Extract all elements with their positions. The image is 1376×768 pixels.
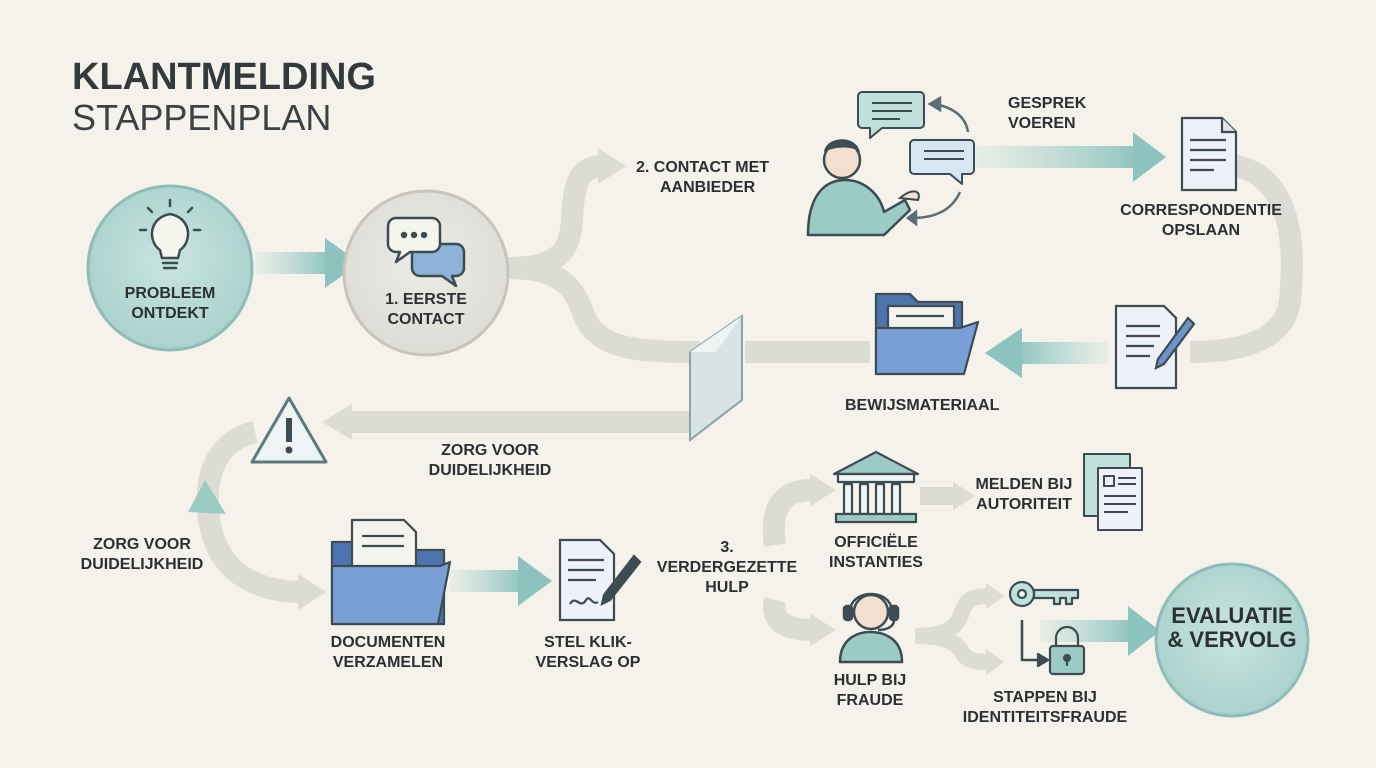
person-talking-icon (806, 139, 920, 237)
evaluatie-circle[interactable] (1154, 562, 1310, 718)
teal-flow-arrows (188, 132, 1166, 656)
zorg-2-label: ZORG VOOR DUIDELIJKHEID (80, 536, 204, 573)
folder-documents-icon (330, 518, 452, 626)
title-line-1: KLANTMELDING (72, 56, 376, 98)
folder-icon (874, 292, 980, 376)
fraude-label: HULP BIJ FRAUDE (833, 672, 907, 709)
melden-label: MELDEN BIJ AUTORITEIT (975, 476, 1073, 513)
funnel-prism-icon (689, 314, 743, 443)
zorg-1-label: ZORG VOOR DUIDELIJKHEID (428, 442, 552, 479)
vervolg-hulp-label: 3. VERDERGEZETTE HULP (656, 539, 798, 596)
evaluatie-label: EVALUATIE & VERVOLG (1167, 603, 1297, 652)
document-signature-icon (558, 538, 642, 622)
headset-agent-icon (838, 592, 904, 664)
documenten-label: DOCUMENTEN VERZAMELEN (330, 634, 446, 671)
speech-bubble-icon (857, 91, 975, 185)
verslag-label: STEL KLIK- VERSLAG OP (535, 634, 641, 671)
correspondentie-label: CORRESPONDENTIE OPSLAAN (1120, 202, 1282, 239)
warning-icon (250, 396, 328, 464)
arrow-fraude-branch-down (914, 628, 989, 670)
title-line-2: STAPPENPLAN (72, 97, 332, 138)
gesprek-label: GESPREK VOEREN (1008, 95, 1087, 132)
cycle-arrows-icon (905, 95, 970, 227)
arrow-to-contact-aanbieder (507, 155, 602, 279)
arrow-to-fraude (763, 597, 813, 641)
document-pen-icon (1114, 304, 1196, 390)
lightbulb-icon (138, 198, 202, 270)
chat-bubbles-icon (386, 216, 466, 288)
arrow-to-funnel (507, 257, 701, 363)
arrow-correspondentie-down (1189, 154, 1303, 363)
probleem-label: PROBLEEM ONTDEKT (124, 285, 216, 322)
document-icon (1180, 116, 1238, 192)
bewijsmateriaal-label: BEWIJSMATERIAAL (845, 397, 1000, 414)
grey-arrow-heads (298, 148, 1004, 675)
arrow-to-officiele (762, 479, 813, 547)
officiele-label: OFFICIËLE INSTANTIES (829, 534, 923, 571)
report-form-icon (1083, 453, 1143, 531)
contact-aanbieder-label: 2. CONTACT MET AANBIEDER (636, 159, 770, 196)
key-lock-icon (1008, 580, 1086, 676)
identiteit-label: STAPPEN BIJ IDENTITEITSFRAUDE (962, 689, 1128, 726)
eerste-contact-label: 1. EERSTE CONTACT (385, 291, 467, 328)
government-building-icon (832, 450, 920, 524)
